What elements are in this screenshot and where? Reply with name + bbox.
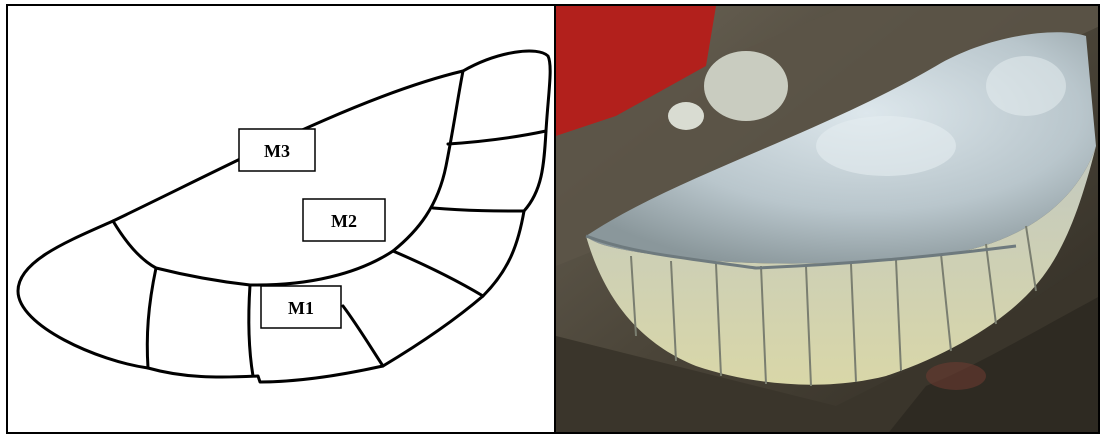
diagram-panel: M3 M2 M1: [6, 4, 556, 434]
photo-panel: [556, 4, 1100, 434]
segment-line-2: [249, 285, 253, 376]
segment-line-6: [448, 131, 546, 144]
tissue-highlight-2: [986, 56, 1066, 116]
label-m3: M3: [264, 141, 290, 161]
segment-line-5: [433, 208, 524, 211]
segment-line-1: [147, 268, 156, 368]
segment-line-3: [343, 306, 383, 366]
small-nodule: [704, 51, 788, 121]
label-m1: M1: [288, 298, 314, 318]
specimen-photo: [556, 6, 1100, 434]
small-fragment: [668, 102, 704, 130]
segment-line-4: [393, 251, 483, 296]
outer-contour: [18, 51, 550, 382]
tissue-highlight: [816, 116, 956, 176]
tooth-outline-diagram: M3 M2 M1: [8, 6, 554, 432]
stain-spot: [926, 362, 986, 390]
upper-lobe-contour: [113, 71, 463, 285]
label-m2: M2: [331, 211, 357, 231]
